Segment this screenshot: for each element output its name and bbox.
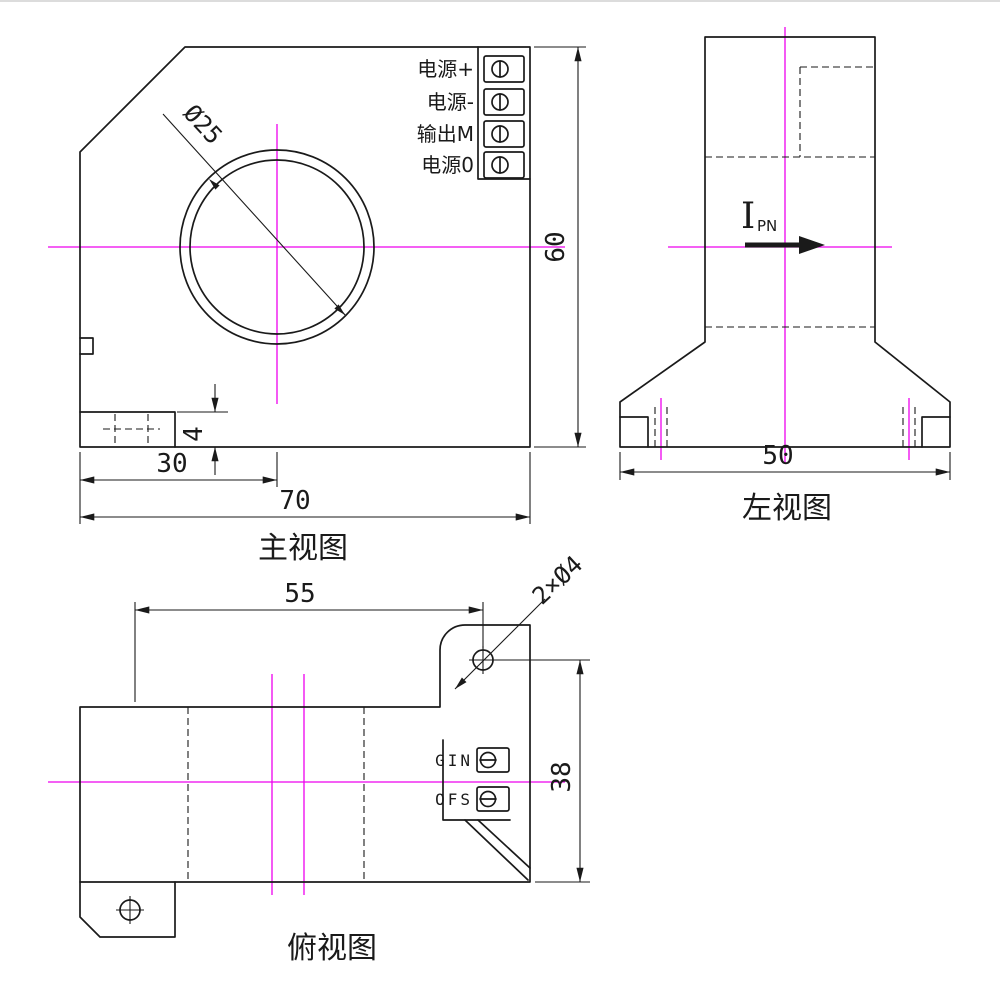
dim-diameter-leader [162,113,347,317]
front-view: 电源+ 电源- 输出M 电源0 Ø25 60 70 30 4 主视图 [48,46,586,566]
top-view: GIN OFS 55 2×Ø4 38 俯视图 [48,550,590,966]
dim-offset-30 [80,452,278,487]
dim-base-50 [619,452,951,480]
dim-height-60 [534,46,586,448]
top-hidden-lines [187,707,365,882]
dim-text-base-50: 50 [762,441,793,471]
front-centerlines [48,124,565,404]
dim-width-70 [79,452,531,524]
left-view-title: 左视图 [742,491,832,526]
hole-crosshair-bottom [116,896,144,924]
terminal-label-power-plus: 电源+ [417,57,474,81]
top-view-title: 俯视图 [287,931,377,966]
front-foot-step [79,411,176,448]
front-left-notch [79,337,94,355]
terminal-label-power-minus: 电源- [427,90,474,114]
front-dimension-lines [79,46,586,524]
top-body-outline [79,624,531,938]
terminal-screw-gin [476,747,510,773]
diameter-arrow-upper [209,179,220,190]
leader-arrowhead [455,677,467,689]
current-symbol: I [741,196,755,237]
terminal-screw-4 [483,151,525,179]
front-hidden-lines [103,414,160,445]
aperture-inner-circle [189,159,365,335]
dim-text-foot-4: 4 [179,426,209,442]
front-view-title: 主视图 [258,531,348,566]
top-bottom-tab [79,881,176,938]
left-body-shape [619,36,951,448]
front-body-shape [79,46,531,448]
terminal-screw-2 [483,88,525,116]
left-hidden-lines [654,66,916,447]
terminal-panel-border [442,739,511,821]
top-body-shape [79,624,531,883]
left-foot-step-r [921,416,951,448]
front-body-outline [79,46,531,448]
dim-depth-38 [495,659,590,883]
top-centerlines [48,674,565,895]
terminal-label-power-0: 电源0 [421,153,474,177]
left-dimension-lines [619,452,951,480]
dim-text-diameter-25: Ø25 [178,99,228,150]
dim-text-span-55: 55 [284,579,315,609]
dim-text-height-60: 60 [541,231,571,262]
top-arrowheads [455,677,467,689]
leader-mount-holes [454,598,546,690]
front-arrowheads [209,179,345,315]
current-subscript: PN [757,217,777,235]
aperture-outer-circle [179,149,375,345]
left-view: I PN 50 左视图 [619,27,951,526]
diameter-arrow-lower [334,304,345,315]
left-body-outline [619,36,951,448]
terminal-screw-ofs [476,786,510,812]
top-corner-chamfer-lines [464,819,531,881]
left-foot-step-l [619,416,649,448]
left-arrowheads [799,236,825,254]
top-dimension-lines [116,598,590,924]
terminal-screw-1 [483,55,525,83]
dim-text-depth-38: 38 [547,761,577,792]
dim-foot-4 [177,384,228,475]
current-arrowhead [799,236,825,254]
dim-text-width-70: 70 [279,486,310,516]
dim-span-55 [134,602,484,702]
terminal-screw-3 [483,120,525,148]
terminal-block-border [477,46,531,180]
terminal-label-ofs: OFS [435,790,473,809]
hole-crosshair-top [469,646,497,674]
dim-text-offset-30: 30 [156,449,187,479]
terminal-label-output-m: 输出M [417,122,474,146]
terminal-label-gin: GIN [435,751,473,770]
dim-text-mount-holes: 2×Ø4 [527,550,588,610]
